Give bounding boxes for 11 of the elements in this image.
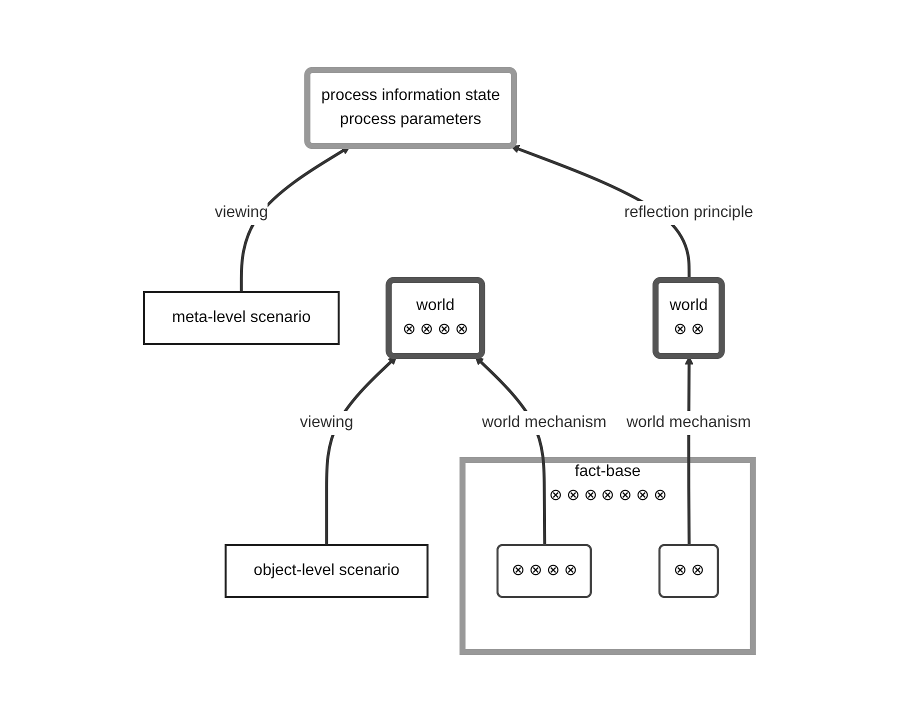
edge-label: viewing — [300, 414, 354, 431]
node-box: object-level scenario — [225, 544, 429, 598]
arrow — [475, 356, 547, 546]
arrow — [326, 356, 398, 545]
arrow — [240, 146, 351, 292]
edge-label: world mechanism — [482, 414, 607, 431]
edge-label: reflection principle — [624, 204, 754, 221]
edge-label: viewing — [215, 204, 268, 221]
edge-label: world mechanism — [626, 414, 752, 431]
node-box: meta-level scenario — [143, 291, 340, 345]
arrow — [685, 356, 694, 546]
